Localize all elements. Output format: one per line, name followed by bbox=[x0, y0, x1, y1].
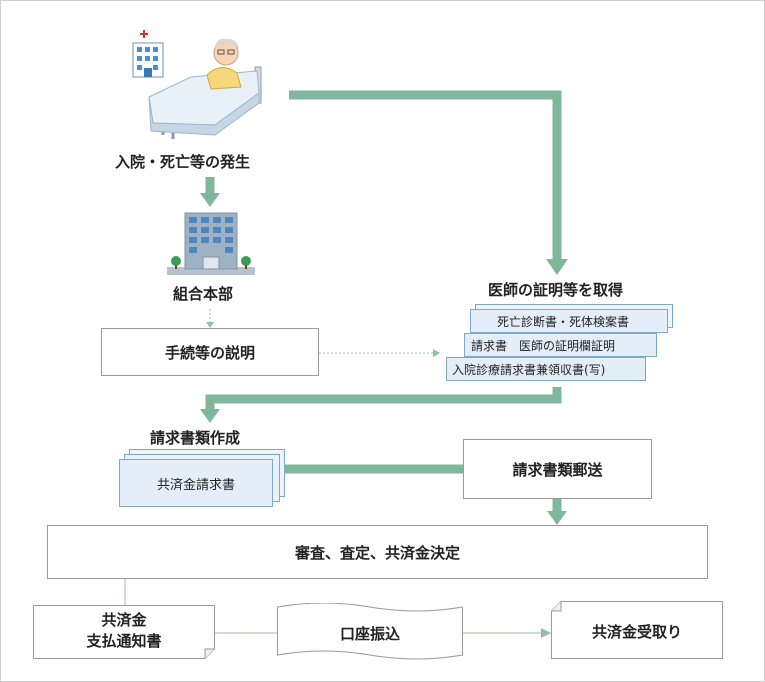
claim-form-card: 共済金請求書 bbox=[119, 459, 273, 507]
hospital-bed-illustration bbox=[132, 30, 262, 139]
dotted-head-documents bbox=[433, 349, 440, 357]
review-box: 審査、査定、共済金決定 bbox=[47, 525, 708, 579]
payment-notice-box: 共済金 支払通知書 bbox=[33, 605, 215, 659]
arrow-head-review bbox=[547, 511, 567, 525]
arrow-to-claim-preparation bbox=[205, 387, 562, 411]
hospitalization-label: 入院・死亡等の発生 bbox=[115, 153, 251, 171]
arrow-head-headquarters bbox=[200, 193, 220, 207]
payment-notice-shape bbox=[33, 605, 215, 659]
obtain-certificates-label: 医師の証明等を取得 bbox=[488, 281, 624, 299]
arrow-to-certificates bbox=[289, 90, 562, 263]
receipt-label: 共済金受取り bbox=[591, 623, 682, 641]
patient-icon bbox=[206, 38, 242, 90]
arrow-head-receipt bbox=[541, 628, 551, 638]
payment-notice-line2: 支払通知書 bbox=[86, 632, 162, 650]
headquarters-label: 組合本部 bbox=[173, 285, 234, 303]
claim-preparation-label: 請求書類作成 bbox=[150, 429, 241, 447]
document-card-physician-certificate: 請求書 医師の証明欄証明 bbox=[464, 333, 657, 357]
document-card-medical-receipt: 入院診療請求書兼領収書(写) bbox=[446, 357, 646, 381]
bank-transfer-box: 口座振込 bbox=[277, 603, 463, 663]
bank-transfer-label: 口座振込 bbox=[339, 625, 400, 643]
receipt-box: 共済金受取り bbox=[551, 601, 723, 659]
payment-notice-line1: 共済金 bbox=[101, 611, 147, 629]
receipt-shape bbox=[551, 601, 723, 659]
mail-claim-box: 請求書類郵送 bbox=[463, 439, 652, 499]
office-building-icon bbox=[167, 212, 255, 275]
arrow-head-certificates bbox=[546, 259, 568, 275]
hospital-building-icon bbox=[132, 30, 164, 78]
bank-transfer-shape bbox=[277, 603, 463, 660]
dotted-head-explanation bbox=[206, 322, 214, 328]
arrow-head-claim-preparation bbox=[200, 409, 220, 423]
document-card-death-certificate: 死亡診断書・死体検案書 bbox=[470, 309, 668, 333]
procedure-explanation-box: 手続等の説明 bbox=[101, 328, 319, 376]
